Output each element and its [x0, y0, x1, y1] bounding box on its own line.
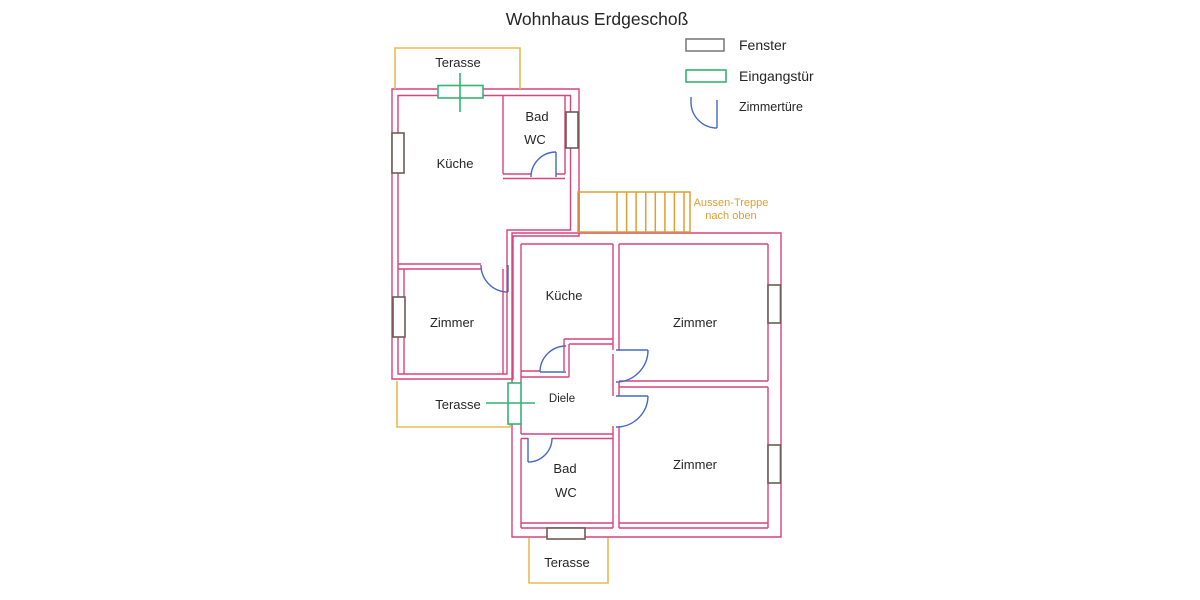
outside-stairs	[577, 191, 691, 233]
entry-doors	[437, 73, 535, 425]
label-hall: Diele	[549, 393, 575, 405]
label-kitchen-lower: Küche	[546, 288, 583, 303]
lower-building-outer-wall	[511, 232, 782, 538]
labels: Wohnhaus Erdgeschoß Fenster Eingangstür …	[430, 9, 814, 570]
label-terrace-top: Terasse	[435, 55, 481, 70]
stairs-outline	[577, 191, 691, 233]
label-bath-lower-1: Bad	[553, 461, 576, 476]
upper-building-inner-wall	[397, 94, 572, 375]
stairs-treads	[616, 192, 685, 232]
label-room-northeast: Zimmer	[673, 315, 718, 330]
walls	[391, 88, 782, 538]
window-bath-upper-east	[565, 111, 579, 149]
label-terrace-bottom: Terasse	[544, 555, 590, 570]
legend-window-symbol	[685, 38, 725, 52]
window-bath-lower-south	[546, 527, 586, 540]
label-bath-upper-1: Bad	[525, 109, 548, 124]
room-west-walls	[398, 263, 504, 374]
stairs-note: Aussen-Treppe nach oben	[694, 197, 769, 222]
terrace-top-outline	[394, 47, 521, 89]
label-bath-upper-2: WC	[524, 132, 546, 147]
legend	[685, 38, 727, 129]
label-terrace-mid: Terasse	[435, 397, 481, 412]
door-bath-upper	[530, 151, 557, 178]
hall-east-wall	[612, 244, 620, 528]
hall-walls	[520, 370, 613, 440]
legend-entry-door-symbol	[685, 69, 727, 83]
label-room-southeast: Zimmer	[673, 457, 718, 472]
bath-lower-walls	[520, 438, 613, 529]
legend-entry-door-label: Eingangstür	[739, 68, 814, 84]
kitchen-lower-walls	[520, 243, 614, 377]
page-title: Wohnhaus Erdgeschoß	[506, 9, 689, 29]
legend-room-door-symbol	[690, 97, 718, 129]
bath-upper-walls	[502, 95, 566, 180]
window-room-west	[392, 296, 406, 338]
door-room-northeast	[615, 349, 649, 383]
label-room-west: Zimmer	[430, 315, 475, 330]
window-room-northeast	[767, 284, 782, 324]
upper-building-outer-wall	[391, 88, 580, 380]
door-kitchen-lower	[539, 345, 567, 373]
terrace-bottom-outline	[528, 538, 609, 584]
label-kitchen-upper: Küche	[437, 156, 474, 171]
legend-window-label: Fenster	[739, 37, 787, 53]
stairs-note-line2: nach oben	[705, 210, 756, 222]
window-kitchen-upper-west	[391, 132, 405, 174]
room-northeast-walls	[619, 243, 769, 382]
door-room-southeast	[615, 395, 649, 428]
door-room-west	[480, 264, 509, 293]
legend-room-door-label: Zimmertüre	[739, 100, 803, 114]
window-room-southeast	[767, 444, 782, 484]
label-bath-lower-2: WC	[555, 485, 577, 500]
door-bath-lower	[527, 437, 553, 463]
room-doors	[480, 151, 649, 463]
stairs-note-line1: Aussen-Treppe	[694, 197, 769, 209]
windows	[391, 111, 782, 540]
